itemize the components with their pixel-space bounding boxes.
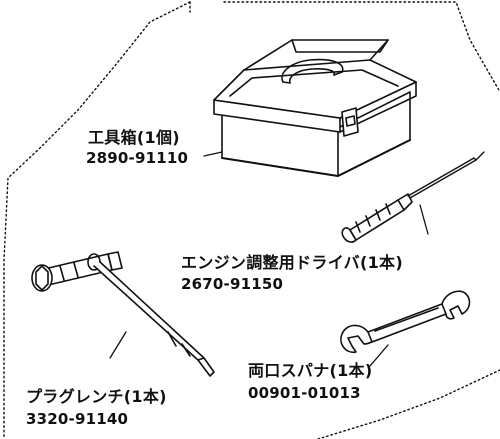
plug-wrench-part-number: 3320-91140 xyxy=(26,410,129,428)
panel-border xyxy=(3,1,500,439)
toolbox-drawing xyxy=(203,39,417,177)
spanner-name: 両口スパナ(1本) xyxy=(248,361,373,380)
plug-wrench-name: プラグレンチ(1本) xyxy=(26,387,167,406)
spanner-part-number: 00901-01013 xyxy=(248,384,361,402)
toolbox-name: 工具箱(1個) xyxy=(88,128,180,147)
screwdriver-name: エンジン調整用ドライバ(1本) xyxy=(181,253,403,272)
screwdriver-drawing xyxy=(341,151,485,243)
plug-wrench-drawing xyxy=(31,251,215,377)
toolbox-part-number: 2890-91110 xyxy=(86,149,189,167)
screwdriver-part-number: 2670-91150 xyxy=(181,275,284,293)
spanner-drawing xyxy=(340,290,471,367)
